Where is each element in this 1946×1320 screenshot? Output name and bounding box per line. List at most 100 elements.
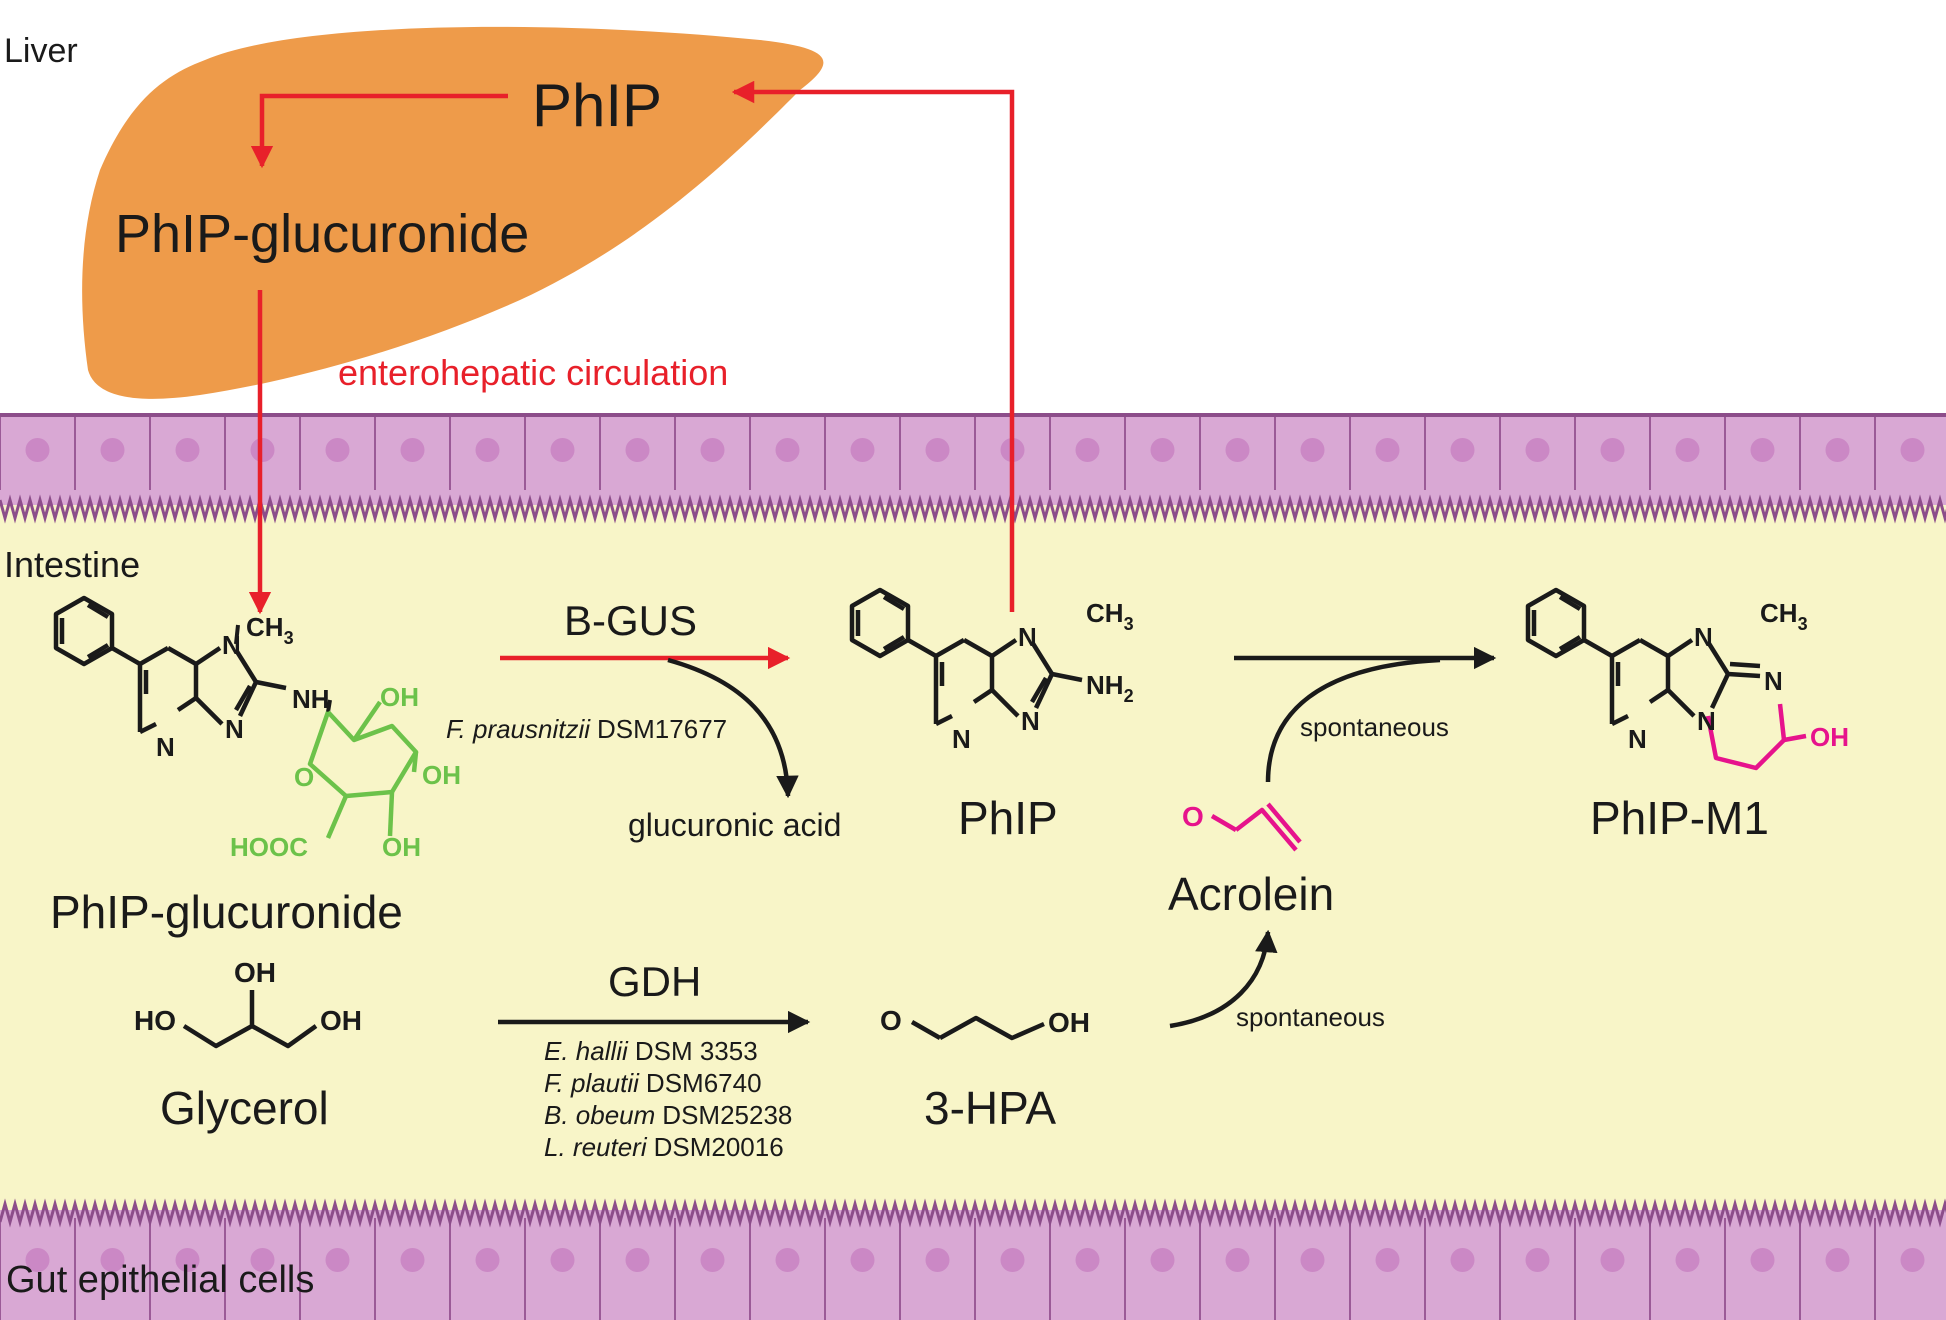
3-hpa-structure: O OH	[880, 1005, 1090, 1041]
atom-n: N	[1021, 706, 1040, 736]
atom-oh: OH	[382, 832, 421, 862]
spontaneous-label-1: spontaneous	[1300, 712, 1449, 742]
atom-n: N	[1628, 724, 1647, 754]
atom-sub3: 3	[1124, 614, 1134, 634]
cell-nucleus	[325, 438, 350, 462]
gdh-species: E. hallii	[544, 1036, 629, 1066]
cell-nucleus	[475, 1248, 500, 1272]
atom-n: N	[156, 732, 175, 762]
cell-nucleus	[1150, 438, 1175, 462]
phip-m1-structure: N N N N CH3 OH	[1525, 587, 1849, 771]
cell-nucleus	[1150, 1248, 1175, 1272]
atom-n: N	[1018, 622, 1037, 652]
gdh-label: GDH	[608, 958, 701, 1005]
cell-nucleus	[1900, 438, 1925, 462]
cell-nucleus	[550, 438, 575, 462]
atom-n: N	[225, 714, 244, 744]
cell-nucleus	[1375, 1248, 1400, 1272]
hpa-to-acrolein-arrow	[1169, 929, 1278, 1029]
cell-nucleus	[1300, 438, 1325, 462]
cell-nucleus	[100, 438, 125, 462]
phip-structure: N N N CH3 NH2	[849, 587, 1134, 754]
cell-nucleus	[1600, 438, 1625, 462]
cell-nucleus	[700, 438, 725, 462]
atom-hooc: HOOC	[230, 832, 308, 862]
svg-text:NH2: NH2	[1086, 670, 1134, 706]
cell-nucleus	[1225, 438, 1250, 462]
gdh-species: F. plautii	[544, 1068, 640, 1098]
cell-nucleus	[1525, 1248, 1550, 1272]
cell-nucleus	[775, 438, 800, 462]
liver-phip-label: PhIP	[532, 72, 662, 139]
atom-oh: OH	[1048, 1007, 1090, 1038]
atom-n: N	[952, 724, 971, 754]
gdh-strain: DSM 3353	[635, 1036, 758, 1066]
cell-nucleus	[1075, 438, 1100, 462]
cell-nucleus	[700, 1248, 725, 1272]
cell-nucleus	[1075, 1248, 1100, 1272]
atom-n: N	[1694, 622, 1713, 652]
spontaneous-label-2: spontaneous	[1236, 1002, 1385, 1032]
cell-nucleus	[550, 1248, 575, 1272]
bottom-epithelium	[0, 1198, 1946, 1320]
cell-nucleus	[1225, 1248, 1250, 1272]
cell-nucleus	[25, 1248, 50, 1272]
cell-nucleus	[1450, 438, 1475, 462]
cell-nucleus	[1675, 438, 1700, 462]
cell-nucleus	[1000, 1248, 1025, 1272]
phip-name: PhIP	[958, 792, 1058, 844]
svg-text:CH3: CH3	[1760, 598, 1808, 634]
cell-nucleus	[1375, 438, 1400, 462]
atom-sub2: 2	[1124, 686, 1134, 706]
glucuronic-acid-release-arrow	[667, 657, 799, 799]
cell-nucleus	[325, 1248, 350, 1272]
liver-phip-glucuronide-label: PhIP-glucuronide	[115, 204, 529, 264]
cell-nucleus	[400, 438, 425, 462]
atom-sub3: 3	[1798, 614, 1808, 634]
glycerol-name: Glycerol	[160, 1082, 329, 1134]
cell-nucleus	[100, 1248, 125, 1272]
atom-ho: HO	[134, 1005, 176, 1036]
intestine-label: Intestine	[4, 544, 140, 585]
3-hpa-name: 3-HPA	[924, 1082, 1056, 1134]
cell-nucleus	[250, 1248, 275, 1272]
cell-nucleus	[175, 438, 200, 462]
atom-oh: OH	[1810, 722, 1849, 752]
gdh-strain: DSM20016	[654, 1132, 784, 1162]
atom-o: O	[1182, 801, 1204, 832]
atom-nh2: NH	[1086, 670, 1124, 700]
cell-nucleus	[1300, 1248, 1325, 1272]
atom-o: O	[294, 762, 314, 792]
glucuronic-acid-label: glucuronic acid	[628, 807, 841, 843]
atom-nh: NH	[292, 684, 330, 714]
enterohepatic-circulation-label: enterohepatic circulation	[338, 352, 728, 393]
atom-oh: OH	[234, 957, 276, 988]
liver-label: Liver	[4, 32, 78, 70]
cell-nucleus	[1450, 1248, 1475, 1272]
intestine-phip-to-liver-arrow	[731, 80, 1015, 612]
cell-nucleus	[1900, 1248, 1925, 1272]
atom-o: O	[880, 1005, 902, 1036]
cell-nucleus	[475, 438, 500, 462]
atom-oh: OH	[320, 1005, 362, 1036]
atom-ch3: CH	[246, 612, 284, 642]
gdh-strain: DSM6740	[646, 1068, 762, 1098]
liver-shape	[82, 26, 824, 399]
gdh-species: L. reuteri	[544, 1132, 648, 1162]
gdh-strain: DSM25238	[662, 1100, 792, 1130]
gut-epithelial-cells-label: Gut epithelial cells	[6, 1259, 314, 1301]
atom-ch3: CH	[1760, 598, 1798, 628]
cell-nucleus	[850, 438, 875, 462]
atom-ch3: CH	[1086, 598, 1124, 628]
cell-nucleus	[1750, 438, 1775, 462]
atom-sub3: 3	[284, 628, 294, 648]
liver-phip-to-glucuronide-arrow	[250, 93, 508, 169]
cell-nucleus	[1825, 1248, 1850, 1272]
cell-nucleus	[25, 438, 50, 462]
cell-nucleus	[625, 1248, 650, 1272]
